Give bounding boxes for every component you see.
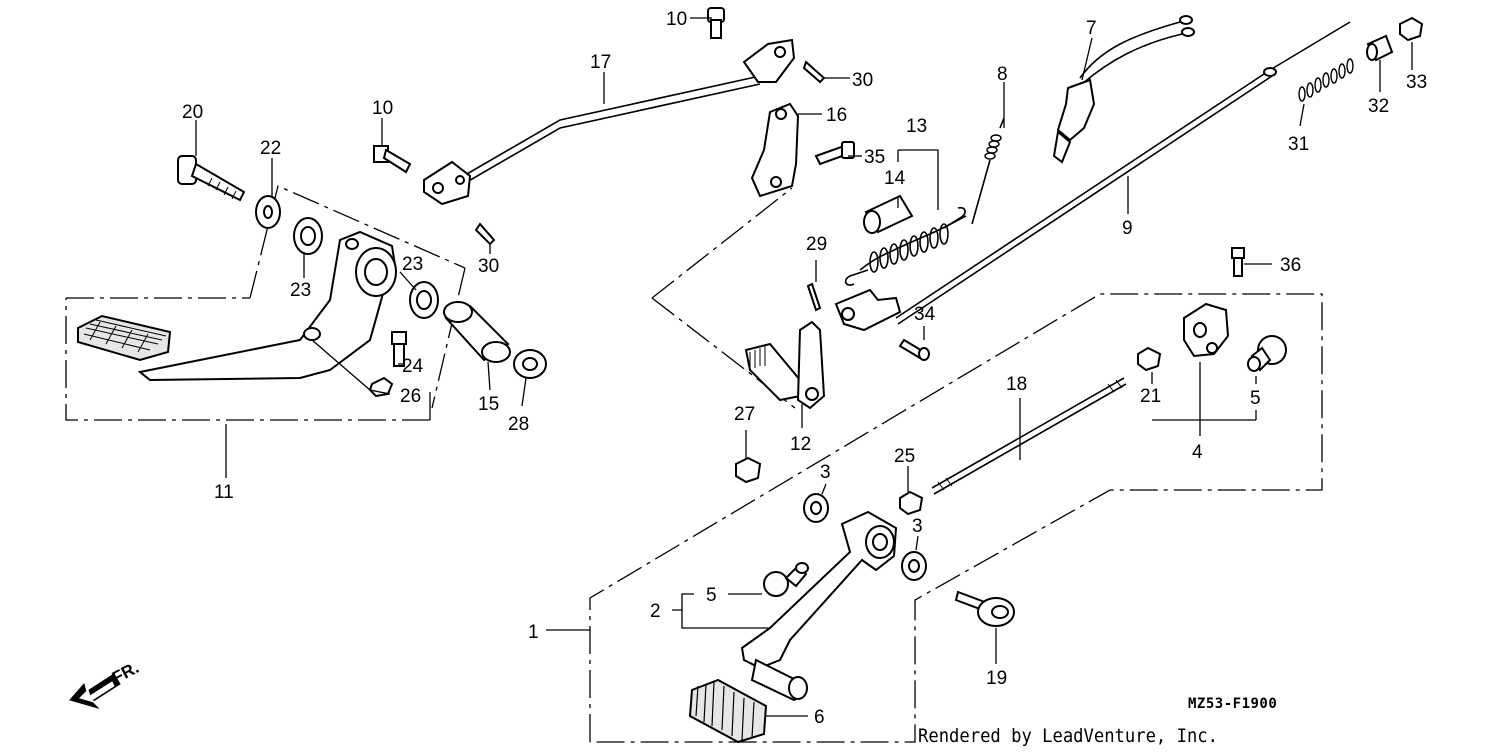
callout-labels: 1 2 3 3 4 5 5 6 7 8 9 10 10 11 12 13 14 …: [182, 9, 1427, 728]
ball-joint-5-upper: [1247, 335, 1287, 372]
callout-16: 16: [826, 105, 847, 126]
tie-rod-18: [931, 377, 1127, 495]
joint-32: [1366, 34, 1394, 62]
switch-7: [1052, 15, 1195, 164]
callout-20: 20: [182, 102, 203, 123]
callout-27: 27: [734, 404, 755, 425]
ball-joint-5-lower: [763, 562, 809, 597]
bolt-36: [1231, 247, 1245, 277]
callout-1: 1: [528, 622, 539, 643]
shaft-12: [744, 320, 826, 410]
callout-17: 17: [590, 52, 611, 73]
callout-18: 18: [1006, 374, 1027, 395]
callout-8: 8: [997, 64, 1008, 85]
washer-22: [255, 195, 281, 229]
callout-29: 29: [806, 234, 827, 255]
callout-32: 32: [1368, 96, 1389, 117]
front-direction-arrow-icon: [69, 673, 121, 710]
spring-13: [844, 206, 967, 286]
collar-15: [443, 301, 511, 363]
nut-21: [1137, 346, 1162, 372]
brake-pedal-assembly: [77, 230, 398, 382]
cotter-29: [806, 282, 822, 312]
callout-11: 11: [214, 482, 234, 503]
callout-22: 22: [260, 138, 281, 159]
callout-12: 12: [790, 434, 811, 455]
bolt-19: [954, 590, 1015, 627]
credit-line: Rendered by LeadVenture, Inc.: [918, 725, 1218, 747]
pin-34: [898, 338, 930, 361]
callout-2: 2: [650, 601, 661, 622]
pin-10-top: [707, 7, 725, 39]
cotter-pin-30-top: [802, 60, 826, 84]
seal-23-left: [293, 217, 323, 255]
callout-36: 36: [1280, 255, 1301, 276]
shift-pedal: [740, 510, 898, 702]
callout-25: 25: [894, 446, 915, 467]
callout-31: 31: [1288, 134, 1309, 155]
callout-34: 34: [914, 304, 936, 325]
callout-35: 35: [864, 147, 885, 168]
diagram-code: MZ53-F1900: [1188, 696, 1277, 712]
leader-lines: [195, 17, 1413, 717]
callout-21: 21: [1140, 386, 1161, 407]
bolt-24: [391, 331, 407, 367]
cotter-pin-30-left: [474, 222, 496, 246]
callout-30: 30: [478, 256, 499, 277]
washer-3-lower: [901, 551, 927, 581]
callout-24: 24: [402, 356, 424, 377]
brake-rod-17: [423, 38, 796, 206]
callout-33: 33: [1406, 72, 1427, 93]
pin-10-left: [373, 145, 412, 174]
callout-28: 28: [508, 414, 529, 435]
nut-28: [513, 349, 547, 379]
callout-7: 7: [1086, 18, 1097, 39]
callout-10: 10: [372, 98, 393, 119]
group-outlines: [65, 185, 1323, 743]
callout-13: 13: [906, 116, 927, 137]
bolt-35: [814, 141, 855, 166]
callout-5: 5: [706, 585, 717, 606]
nut-25: [899, 490, 924, 516]
callout-30: 30: [852, 70, 873, 91]
rubber-6: [688, 678, 768, 744]
callout-6: 6: [814, 707, 825, 728]
rod-9: [895, 21, 1351, 325]
callout-5: 5: [1250, 388, 1261, 409]
arm-lever-9: [834, 288, 902, 332]
callout-19: 19: [986, 668, 1007, 689]
arm-16: [750, 102, 800, 198]
callout-4: 4: [1192, 442, 1203, 463]
nut-27: [735, 456, 762, 484]
callout-23: 23: [402, 254, 423, 275]
callout-3: 3: [912, 516, 923, 537]
seal-23-right: [409, 281, 439, 319]
callout-3: 3: [820, 462, 831, 483]
callout-9: 9: [1122, 218, 1133, 239]
callout-10: 10: [666, 9, 687, 30]
washer-3-upper: [803, 493, 829, 523]
spring-8: [971, 117, 1005, 225]
spring-31: [1298, 58, 1354, 102]
nut-33: [1399, 16, 1424, 42]
joint-4: [1183, 302, 1230, 358]
callout-14: 14: [884, 168, 906, 189]
callout-26: 26: [400, 386, 421, 407]
bolt-20: [177, 155, 246, 202]
callout-23: 23: [290, 280, 311, 301]
callout-15: 15: [478, 394, 499, 415]
collar-14: [863, 194, 914, 234]
